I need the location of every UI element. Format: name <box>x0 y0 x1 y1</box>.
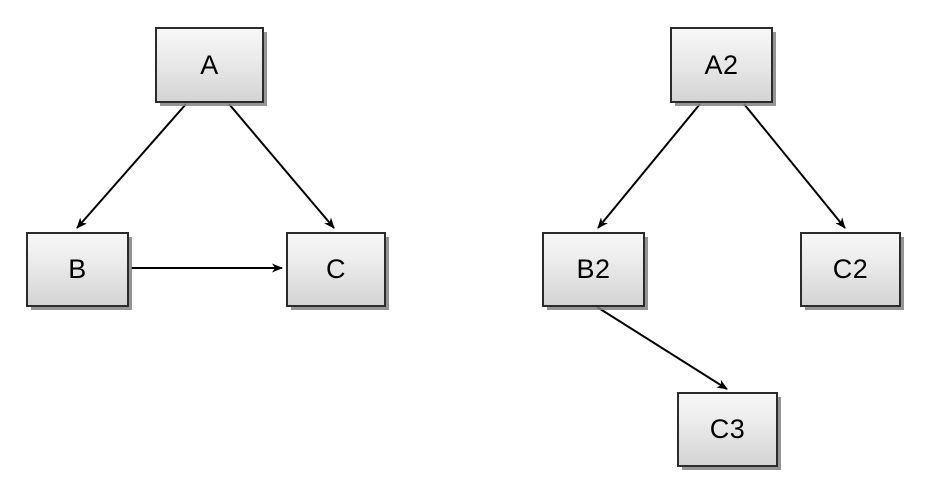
node-A2[interactable]: A2 <box>670 27 773 103</box>
node-C2[interactable]: C2 <box>800 232 901 307</box>
edge-A2-C2 <box>743 103 846 229</box>
node-C[interactable]: C <box>286 232 386 307</box>
edge-A-C <box>228 103 335 229</box>
edge-A2-B2 <box>597 103 701 229</box>
node-B[interactable]: B <box>26 232 129 307</box>
node-label-A2: A2 <box>704 49 739 80</box>
edge-A-B <box>76 103 187 229</box>
node-label-B2: B2 <box>576 254 611 284</box>
node-B2[interactable]: B2 <box>542 232 645 307</box>
node-label-C2: C2 <box>832 254 869 284</box>
node-label-C: C <box>326 254 346 284</box>
node-label-C3: C3 <box>709 414 746 444</box>
node-label-A: A <box>200 49 219 80</box>
node-A[interactable]: A <box>155 27 264 103</box>
node-C3[interactable]: C3 <box>677 392 778 467</box>
edge-group <box>76 103 846 390</box>
node-label-B: B <box>68 254 87 284</box>
edge-B2-C3 <box>596 306 728 390</box>
